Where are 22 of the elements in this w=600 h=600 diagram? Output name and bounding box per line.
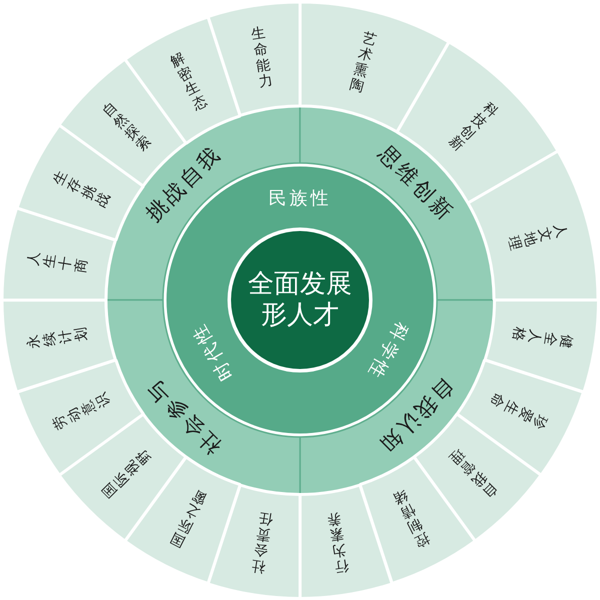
segment-label: 国际之窗 <box>168 486 210 550</box>
center-label: 全面发展形人才 <box>247 268 353 332</box>
ring-label: 民族性 <box>268 190 332 208</box>
segment-label: 珍爱生命 <box>486 390 550 432</box>
ring-label: 时代性 <box>188 318 236 382</box>
segment-label: 生存挑战 <box>50 168 114 210</box>
ring-label: 科学性 <box>364 318 411 382</box>
segment-label: 永续计划 <box>25 326 91 350</box>
segment-label: 控制情绪 <box>390 486 432 550</box>
segment-label: 自我管理 <box>446 446 501 501</box>
segment-label: 人生十商 <box>25 250 91 274</box>
segment-label: 生命能力 <box>250 25 274 91</box>
segment-label: 自然探索 <box>99 99 154 154</box>
segment-label: 社会责任 <box>250 509 274 575</box>
segment-label: 艺术熏陶 <box>348 30 378 96</box>
segment-label: 健全人格 <box>509 326 575 350</box>
segment-label: 行为素养 <box>326 509 350 575</box>
segment-label: 解密生态 <box>168 50 210 114</box>
segment-label: 劳动意识 <box>50 390 114 432</box>
segment-label: 人文地理 <box>504 221 570 252</box>
segment-label: 科技创新 <box>446 99 501 154</box>
segment-label: 国际视野 <box>99 446 154 501</box>
